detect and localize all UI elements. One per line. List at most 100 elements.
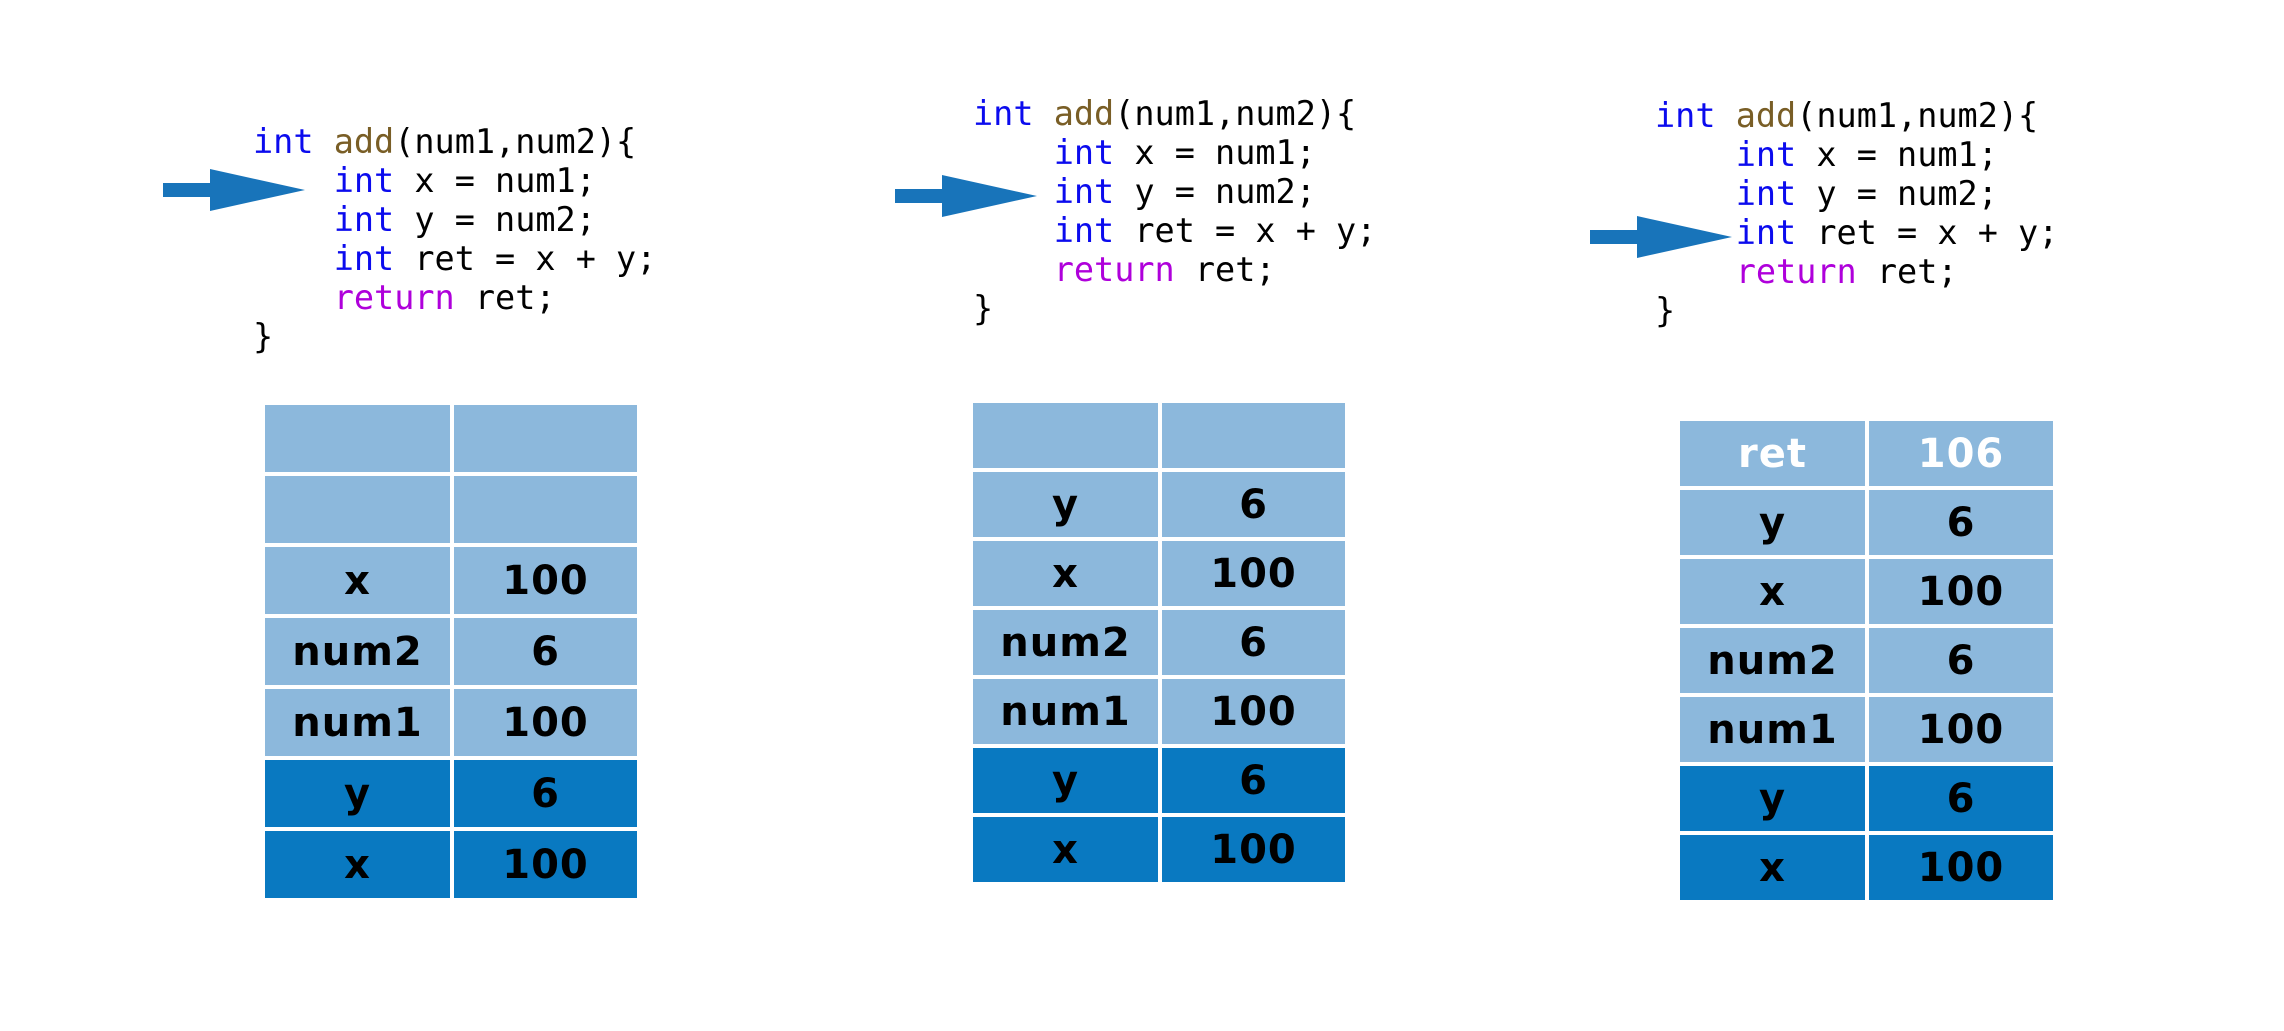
code-token: x = num1; [1114, 133, 1316, 172]
code-token: add [333, 122, 395, 161]
code-token: int [1735, 135, 1797, 174]
stack-cell-value: 100 [1162, 541, 1345, 606]
stack-cell-variable: num2 [973, 610, 1158, 675]
code-token: return [333, 278, 455, 317]
code-token: int [333, 200, 395, 239]
stack-cell-variable: ret [1680, 421, 1865, 486]
code-token: } [253, 317, 274, 356]
stack-cell-variable: x [1680, 835, 1865, 900]
code-token: (num1,num2){ [1796, 96, 2039, 135]
code-token [1655, 174, 1736, 213]
stack-cell-variable: x [973, 817, 1158, 882]
stack-cell-value: 6 [1162, 472, 1345, 537]
stack-cell-value: 6 [1162, 748, 1345, 813]
code-token [1655, 252, 1736, 291]
code-token [253, 239, 334, 278]
stack-cell-value: 6 [454, 618, 637, 685]
code-token [1034, 94, 1054, 133]
stack-cell-variable: num2 [265, 618, 450, 685]
stack-cell-variable: y [973, 748, 1158, 813]
execution-pointer-arrow [1590, 216, 1732, 258]
stack-cell-variable: num1 [1680, 697, 1865, 762]
stack-cell-value [454, 476, 637, 543]
stack-cell-variable: y [1680, 490, 1865, 555]
stack-cell-value: 6 [454, 760, 637, 827]
code-token: int [253, 122, 314, 161]
stack-cell-variable: y [973, 472, 1158, 537]
code-token: ret = x + y; [394, 239, 657, 278]
code-token [1655, 213, 1736, 252]
code-token: ret; [1856, 252, 1958, 291]
stack-cell-value: 100 [454, 831, 637, 898]
code-token [1716, 96, 1736, 135]
stack-cell-variable: num1 [265, 689, 450, 756]
code-token [253, 161, 334, 200]
code-token: return [1053, 250, 1175, 289]
stack-cell-variable [265, 405, 450, 472]
stack-cell-variable: x [973, 541, 1158, 606]
arrow-shape [895, 175, 1037, 217]
stack-cell-value [454, 405, 637, 472]
stack-cell-value: 6 [1869, 628, 2053, 693]
code-token: int [333, 239, 395, 278]
stack-cell-value: 100 [1869, 559, 2053, 624]
code-token: int [973, 94, 1034, 133]
stack-cell-value: 6 [1869, 490, 2053, 555]
stack-cell-value: 106 [1869, 421, 2053, 486]
code-token [314, 122, 334, 161]
code-token: int [1053, 172, 1115, 211]
execution-pointer-arrow [163, 169, 305, 211]
execution-pointer-arrow [895, 175, 1037, 217]
code-token: int [1735, 174, 1797, 213]
code-token: int [1053, 133, 1115, 172]
code-token [973, 250, 1054, 289]
arrow-shape [1590, 216, 1732, 258]
stack-cell-value: 100 [1162, 817, 1345, 882]
code-block: int add(num1,num2){ int x = num1; int y … [1655, 96, 2058, 330]
stack-cell-variable: y [1680, 766, 1865, 831]
code-token [973, 133, 1054, 172]
stack-cell-variable: y [265, 760, 450, 827]
code-token: x = num1; [394, 161, 596, 200]
stack-cell-value: 100 [454, 547, 637, 614]
stack-cell-variable [973, 403, 1158, 468]
code-token: return [1735, 252, 1857, 291]
code-block: int add(num1,num2){ int x = num1; int y … [253, 122, 656, 356]
code-token: int [333, 161, 395, 200]
code-token: ret; [454, 278, 556, 317]
code-token [253, 278, 334, 317]
code-token: x = num1; [1796, 135, 1998, 174]
code-token: } [1655, 291, 1676, 330]
code-token: ret = x + y; [1796, 213, 2059, 252]
code-token: add [1053, 94, 1115, 133]
stack-cell-value: 100 [1869, 835, 2053, 900]
code-token: (num1,num2){ [394, 122, 637, 161]
code-token: y = num2; [1796, 174, 1998, 213]
code-token [253, 200, 334, 239]
code-token: } [973, 289, 994, 328]
code-token: int [1053, 211, 1115, 250]
stack-cell-value: 100 [1162, 679, 1345, 744]
stack-cell-value: 100 [1869, 697, 2053, 762]
stack-cell-variable: num2 [1680, 628, 1865, 693]
code-token [973, 172, 1054, 211]
code-token: y = num2; [1114, 172, 1316, 211]
arrow-shape [163, 169, 305, 211]
code-token: y = num2; [394, 200, 596, 239]
stack-cell-variable: x [265, 831, 450, 898]
code-token: add [1735, 96, 1797, 135]
stack-cell-value [1162, 403, 1345, 468]
stack-cell-value: 6 [1162, 610, 1345, 675]
code-token: ret = x + y; [1114, 211, 1377, 250]
stack-cell-variable: num1 [973, 679, 1158, 744]
stack-cell-variable: x [265, 547, 450, 614]
code-token: (num1,num2){ [1114, 94, 1357, 133]
code-token: ret; [1174, 250, 1276, 289]
